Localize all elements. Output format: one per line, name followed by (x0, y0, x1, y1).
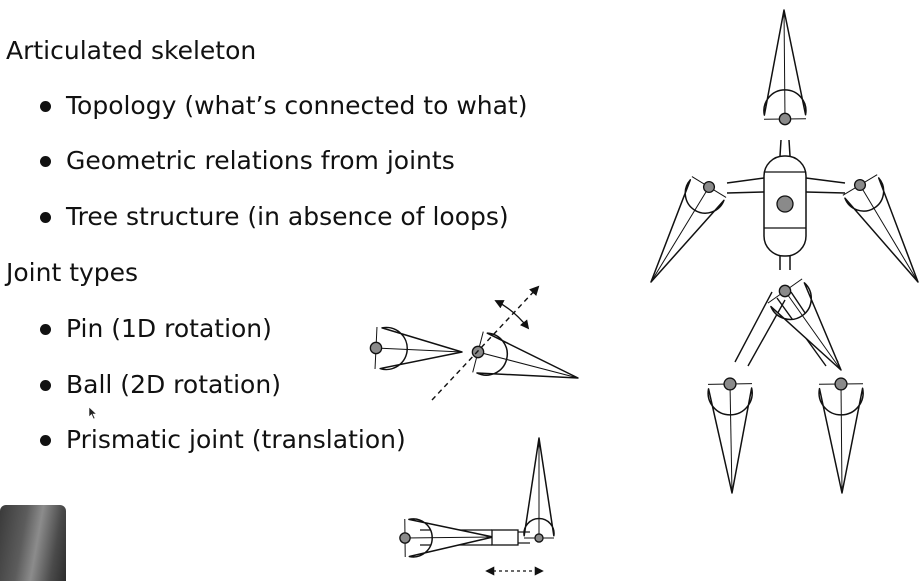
cursor-arrow-icon (88, 406, 98, 420)
ball-example-upper-bone-axis-line (375, 347, 463, 353)
left-thigh-rod-b (747, 299, 786, 367)
bullet-text: Ball (2D rotation) (66, 370, 281, 399)
neck-rod-left (779, 139, 782, 157)
right-shin-bone-joint (834, 377, 848, 391)
ball-example-upper-bone-joint (369, 341, 383, 355)
ball-example-upper-bone (379, 326, 463, 371)
bullet-text: Geometric relations from joints (66, 146, 455, 175)
presenter-video-thumbnail (0, 505, 66, 581)
left-shin-bone-axis-line (729, 383, 733, 494)
torso-center-joint (776, 195, 794, 213)
left-shin-bone-joint (723, 377, 737, 391)
section-heading-articulated-skeleton: Articulated skeleton (6, 36, 257, 65)
prismatic-slider-box (491, 529, 519, 546)
bullet-text: Pin (1D rotation) (66, 314, 272, 343)
section-heading-joint-types: Joint types (6, 258, 139, 287)
rotation-direction-arc (494, 300, 530, 330)
neck-rod-right (788, 139, 791, 157)
bullet-text: Tree structure (in absence of loops) (66, 202, 509, 231)
right-arm-bone-joint (853, 178, 867, 192)
bullet-dot (40, 156, 51, 167)
right-shoulder-rod-bottom (805, 191, 846, 194)
ball-example-lower-bone-axis-line (477, 351, 579, 379)
bullet-dot (40, 435, 51, 446)
ball-example-lower-bone-joint (471, 345, 485, 359)
prismatic-example-vertical-bone-joint (534, 533, 544, 543)
left-arm-bone-joint (702, 180, 716, 194)
pelvis-bone-axis-line (784, 290, 842, 371)
prismatic-example-left-bone-axis-line (404, 536, 494, 539)
left-thigh-rod-a (734, 291, 773, 363)
bullet-text: Topology (what’s connected to what) (66, 91, 528, 120)
left-arm-bone (650, 179, 725, 283)
bullet-dot (40, 101, 51, 112)
pelvis-bone (770, 282, 842, 371)
ball-example-lower-bone (476, 332, 579, 379)
bullet-text: Prismatic joint (translation) (66, 425, 406, 454)
right-arm-bone-axis-line (859, 184, 919, 283)
right-arm-bone (844, 177, 919, 283)
bullet-dot (40, 324, 51, 335)
left-shin-bone (707, 387, 753, 494)
prismatic-example-left-bone-joint (399, 532, 411, 544)
bullet-dot (40, 380, 51, 391)
left-arm-bone-axis-line (650, 186, 710, 283)
right-shin-bone-axis-line (840, 383, 843, 494)
pelvis-bone-joint (778, 284, 792, 298)
head-bone-joint (778, 112, 792, 126)
bullet-dot (40, 212, 51, 223)
rotation-axis-dashed-arrow (431, 285, 540, 401)
head-bone-axis-line (783, 9, 786, 120)
left-shoulder-rod-bottom (726, 191, 765, 194)
right-shoulder-rod-top (805, 177, 846, 184)
left-shoulder-rod-top (726, 177, 765, 184)
